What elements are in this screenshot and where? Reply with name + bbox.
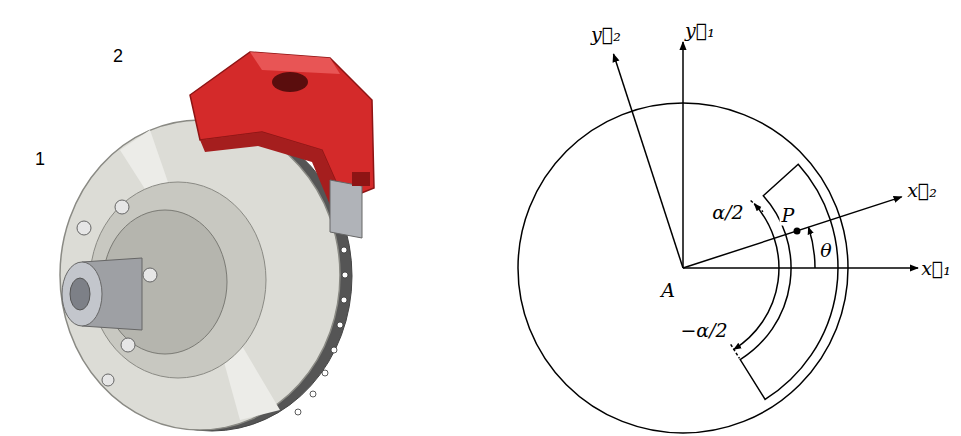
brake-caliper [190,52,374,238]
brake-disc [60,120,352,431]
angle-arc [809,227,816,268]
angle-tick [731,344,740,358]
axis-arrow [682,42,684,268]
angle-tick [751,201,763,212]
point-dot [794,228,801,235]
angle-label: α/2 [710,202,745,223]
angle-label: θ [818,240,833,261]
axis-label: x⃗₂ [905,180,939,201]
axis-arrow [683,197,902,268]
axis-arrow [683,267,918,269]
callout-number: 2 [111,47,125,67]
axis-label: y⃗₂ [589,24,623,45]
point-label: P [780,205,797,226]
callout-number: 1 [33,150,47,170]
angle-label: −α/2 [678,320,729,341]
axis-label: y⃗₁ [683,20,717,41]
angle-arc [734,204,779,350]
point-label: A [659,280,677,301]
geometry-figure [518,42,918,433]
axis-label: x⃗₁ [919,258,953,279]
pad-sector [740,164,838,399]
axis-arrow [614,54,684,268]
